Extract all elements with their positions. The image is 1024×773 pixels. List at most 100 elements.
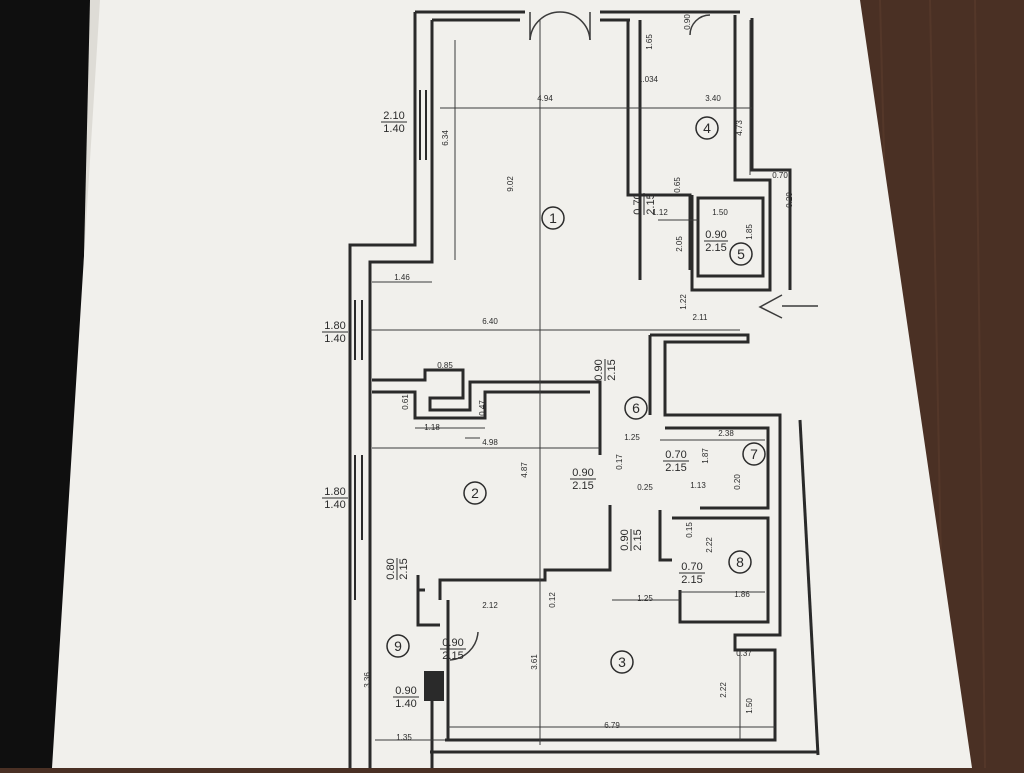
dimension-label: 0.20 bbox=[785, 192, 794, 208]
dimension-label: 2.05 bbox=[675, 236, 684, 252]
dimension-label: 1.85 bbox=[745, 224, 754, 240]
dimension-label: 4.98 bbox=[482, 438, 498, 447]
opening-width: 0.90 bbox=[395, 685, 416, 697]
dimension-label: 0.25 bbox=[637, 483, 653, 492]
opening-height: 2.15 bbox=[665, 462, 686, 474]
dimension-label: 4.87 bbox=[520, 462, 529, 478]
room-circle bbox=[541, 206, 565, 230]
room-marker-3: 3 bbox=[610, 650, 634, 674]
dimension-label: 0.17 bbox=[615, 454, 624, 470]
dimension-label: 3.40 bbox=[705, 94, 721, 103]
paper-sheet bbox=[52, 0, 972, 768]
opening-label: 1.801.40 bbox=[322, 320, 348, 345]
opening-height: 2.15 bbox=[606, 359, 618, 380]
room-number: 6 bbox=[632, 400, 640, 416]
opening-height: 2.15 bbox=[645, 193, 657, 214]
room-number: 5 bbox=[737, 246, 745, 262]
opening-width: 1.80 bbox=[324, 486, 345, 498]
opening-height: 2.15 bbox=[705, 242, 726, 254]
dimension-label: 4.73 bbox=[735, 120, 744, 136]
dimension-label: 0.90 bbox=[683, 14, 692, 30]
dimension-label: 1.46 bbox=[394, 273, 410, 282]
opening-width: 0.80 bbox=[385, 558, 397, 579]
opening-width: 2.10 bbox=[383, 110, 404, 122]
dimension-label: 1.50 bbox=[712, 208, 728, 217]
doors bbox=[449, 11, 711, 661]
room-circle bbox=[729, 242, 753, 266]
room-marker-7: 7 bbox=[742, 442, 766, 466]
opening-label: 0.702.15 bbox=[663, 449, 689, 474]
dimension-label: 1.86 bbox=[734, 590, 750, 599]
windows bbox=[354, 90, 444, 701]
opening-width: 0.70 bbox=[681, 561, 702, 573]
dimension-label: 6.34 bbox=[441, 130, 450, 146]
dimension-label: 2.11 bbox=[693, 313, 709, 322]
room-circle bbox=[742, 442, 766, 466]
opening-width: 0.90 bbox=[593, 359, 605, 380]
dimension-label: 2.22 bbox=[719, 682, 728, 698]
dimension-label: 1.25 bbox=[637, 594, 653, 603]
room-marker-6: 6 bbox=[624, 396, 648, 420]
opening-label: 0.902.15 bbox=[570, 467, 596, 492]
dimension-label: 4.94 bbox=[537, 94, 553, 103]
opening-height: 2.15 bbox=[632, 529, 644, 550]
room-number: 2 bbox=[471, 485, 479, 501]
dimension-label: 0.20 bbox=[733, 474, 742, 490]
opening-width: 0.90 bbox=[442, 637, 463, 649]
opening-width: 0.70 bbox=[665, 449, 686, 461]
opening-height: 2.15 bbox=[681, 574, 702, 586]
dimension-lines bbox=[370, 20, 775, 745]
dimension-label: 1.35 bbox=[396, 733, 412, 742]
dimension-label: 6.79 bbox=[604, 721, 620, 730]
room-markers: 1 2 3 4 5 6 7 8 9 bbox=[386, 116, 766, 674]
dimension-label: 0.37 bbox=[736, 649, 752, 658]
dimension-label: 9.02 bbox=[506, 176, 515, 192]
dimension-label: 1.65 bbox=[645, 34, 654, 50]
room-number: 1 bbox=[549, 210, 557, 226]
room-number: 8 bbox=[736, 554, 744, 570]
dimension-label: 2.12 bbox=[482, 601, 498, 610]
opening-width: 0.70 bbox=[632, 193, 644, 214]
opening-height: 2.15 bbox=[572, 480, 593, 492]
room-circle bbox=[610, 650, 634, 674]
opening-width: 0.90 bbox=[572, 467, 593, 479]
dimension-labels: 4.94 3.40 9.02 6.34 4.73 1.65 1.034 0.90 0.65 0.7… bbox=[363, 14, 794, 742]
room-marker-2: 2 bbox=[463, 481, 487, 505]
room-circle bbox=[695, 116, 719, 140]
dimension-label: 1.25 bbox=[624, 433, 640, 442]
dimension-label: 2.38 bbox=[718, 429, 734, 438]
opening-height: 1.40 bbox=[383, 123, 404, 135]
opening-label: 0.902.15 bbox=[440, 637, 466, 662]
dimension-label: 1.50 bbox=[745, 698, 754, 714]
dimension-label: 1.87 bbox=[701, 448, 710, 464]
opening-label: 0.902.15 bbox=[704, 229, 728, 254]
opening-height: 1.40 bbox=[324, 333, 345, 345]
room-marker-9: 9 bbox=[386, 634, 410, 658]
dimension-label: 0.85 bbox=[437, 361, 453, 370]
room-circle bbox=[386, 634, 410, 658]
dimension-label: 0.61 bbox=[401, 394, 410, 410]
opening-label: 2.101.40 bbox=[381, 110, 407, 135]
dimension-label: 0.47 bbox=[478, 400, 487, 416]
room-marker-5: 5 bbox=[729, 242, 753, 266]
dimension-label: 0.65 bbox=[673, 177, 682, 193]
room-number: 9 bbox=[394, 638, 402, 654]
opening-label: 0.702.15 bbox=[679, 561, 705, 586]
dimension-label: 1.12 bbox=[652, 208, 668, 217]
opening-label: 1.801.40 bbox=[322, 486, 348, 511]
room-circle bbox=[728, 550, 752, 574]
opening-label: 0.901.40 bbox=[393, 685, 419, 710]
dimension-label: 1.034 bbox=[638, 75, 659, 84]
room-marker-1: 1 bbox=[541, 206, 565, 230]
room-marker-4: 4 bbox=[695, 116, 719, 140]
dimension-label: 0.12 bbox=[548, 592, 557, 608]
room-number: 3 bbox=[618, 654, 626, 670]
dimension-label: 0.15 bbox=[685, 522, 694, 538]
dimension-label: 1.13 bbox=[690, 481, 706, 490]
room-number: 4 bbox=[703, 120, 711, 136]
